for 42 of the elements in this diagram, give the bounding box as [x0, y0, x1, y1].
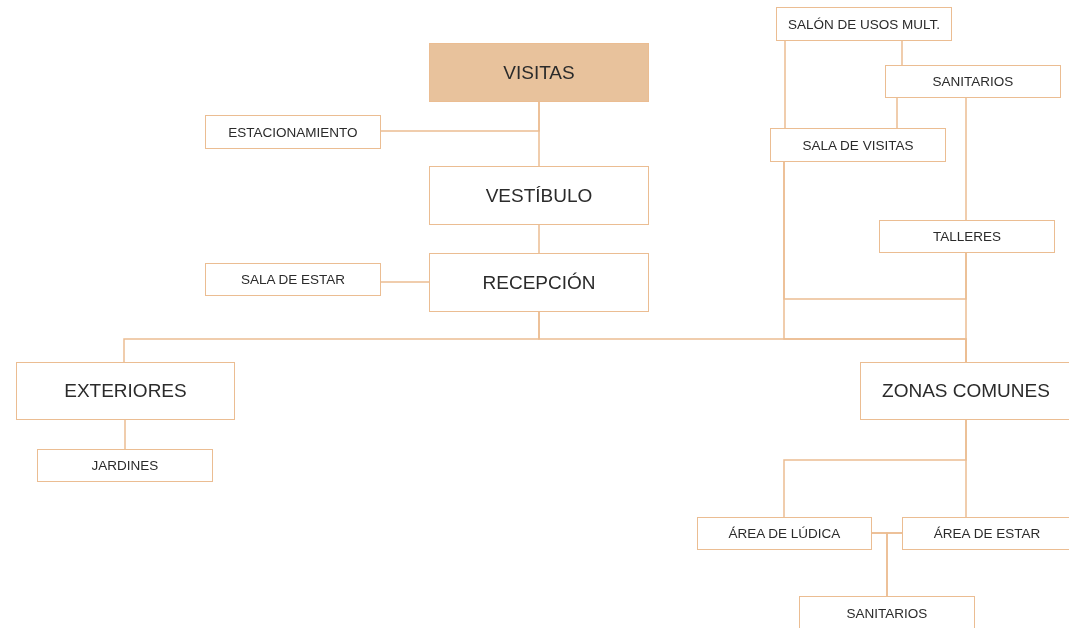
connector-line [380, 101, 540, 132]
area-box [776, 7, 952, 41]
area-box [879, 220, 1055, 253]
area-label: ESTACIONAMIENTO [228, 124, 358, 140]
area-label: SANITARIOS [846, 605, 928, 621]
area-label: SALÓN DE USOS MULT. [787, 16, 940, 32]
area-label: EXTERIORES [64, 380, 187, 402]
area-label: SALA DE VISITAS [802, 137, 914, 153]
connector-line [380, 281, 430, 283]
area-label: VESTÍBULO [485, 184, 593, 207]
area-box [37, 449, 213, 482]
area-box [902, 517, 1069, 550]
connector-line [783, 161, 967, 300]
area-box [697, 517, 872, 550]
area-box [429, 253, 649, 312]
area-label: SANITARIOS [932, 74, 1014, 89]
connector-line [896, 97, 898, 129]
connector-line [901, 40, 903, 66]
area-label: JARDINES [91, 458, 159, 473]
connector-line [124, 419, 126, 450]
area-box [885, 65, 1061, 98]
area-box [799, 596, 975, 628]
area-box [860, 362, 1069, 420]
area-box [16, 362, 235, 420]
area-box [205, 115, 381, 149]
area-box [770, 128, 946, 162]
highlighted-box [429, 43, 649, 102]
area-box [205, 263, 381, 296]
area-label: RECEPCIÓN [482, 271, 596, 294]
connector-line [965, 97, 967, 221]
area-label: TALLERES [933, 229, 1001, 244]
area-label: ÁREA DE LÚDICA [728, 526, 841, 541]
connector-line [886, 532, 903, 597]
area-label: VISITAS [503, 61, 575, 84]
connector-line [538, 224, 540, 254]
area-label: ZONAS COMUNES [882, 380, 1050, 402]
connector-line [965, 419, 967, 518]
area-box [429, 166, 649, 225]
area-label: SALA DE ESTAR [240, 272, 345, 287]
area-label: ÁREA DE ESTAR [933, 526, 1041, 541]
connector-line [784, 40, 786, 129]
connector-line [965, 252, 967, 363]
